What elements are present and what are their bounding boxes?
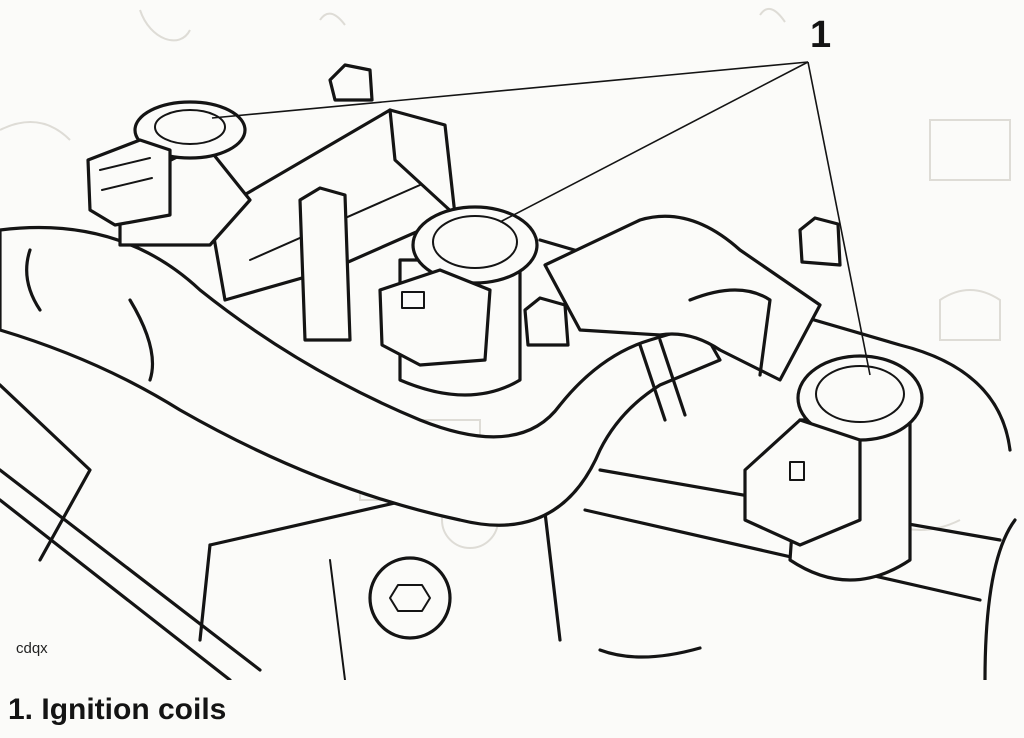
figure-caption: 1. Ignition coils: [8, 693, 227, 726]
bolts: [298, 63, 842, 640]
ignition-coil-right: [743, 354, 924, 582]
breather-hose: [0, 226, 722, 527]
upper-pipe: [543, 214, 822, 382]
callout-leader-lines: [211, 61, 871, 376]
ignition-coil-middle: [378, 205, 539, 397]
ignition-coil-rear: [86, 100, 252, 247]
engine-illustration: [0, 7, 1017, 680]
figure-code: cdqx: [16, 640, 48, 657]
callout-number: 1: [810, 14, 832, 56]
